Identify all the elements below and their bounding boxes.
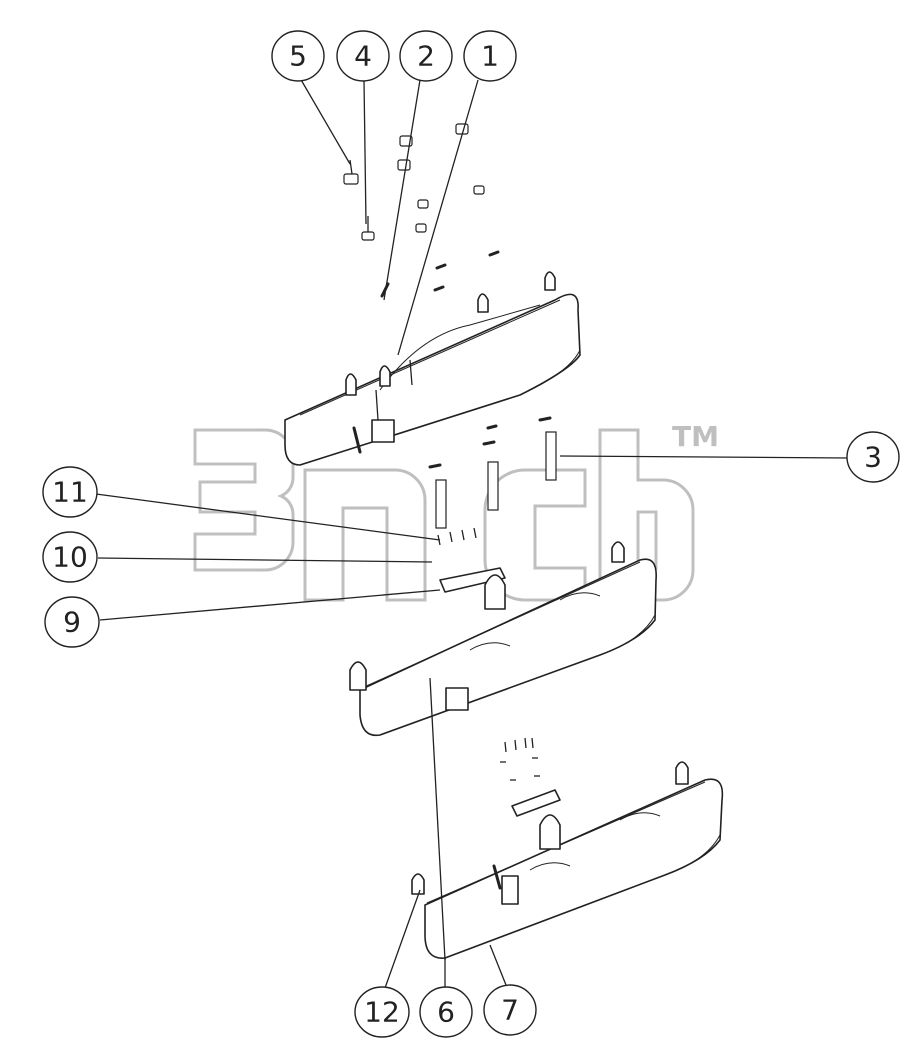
callout-4: 4 — [336, 30, 390, 82]
callout-10-label: 10 — [52, 541, 88, 574]
callout-7-label: 7 — [501, 994, 519, 1027]
leader-lines — [95, 77, 849, 989]
callout-5-label: 5 — [289, 40, 307, 73]
alignment-line — [429, 677, 446, 961]
callout-9: 9 — [44, 596, 100, 648]
callout-1-label: 1 — [481, 40, 499, 73]
callout-12-label: 12 — [364, 996, 400, 1029]
trademark-mark: TM — [672, 420, 719, 453]
upper-plate — [284, 271, 581, 466]
callout-9-label: 9 — [63, 606, 81, 639]
callout-4-label: 4 — [354, 40, 372, 73]
callout-3-label: 3 — [864, 441, 882, 474]
callout-2-label: 2 — [417, 40, 435, 73]
lower-plate — [411, 761, 724, 959]
lower-fasteners — [500, 737, 561, 817]
callout-6-label: 6 — [437, 996, 455, 1029]
callout-12: 12 — [354, 986, 410, 1038]
callout-6: 6 — [419, 986, 473, 1038]
callout-7: 7 — [483, 984, 537, 1036]
middle-bolts — [428, 416, 557, 593]
middle-plate — [349, 541, 657, 737]
callout-3: 3 — [846, 431, 900, 483]
callout-1: 1 — [463, 30, 517, 82]
callout-5: 5 — [271, 30, 325, 82]
callout-10: 10 — [42, 531, 98, 583]
callout-11: 11 — [42, 466, 98, 518]
callout-2: 2 — [399, 30, 453, 82]
top-fasteners — [343, 123, 500, 298]
callout-11-label: 11 — [52, 476, 88, 509]
